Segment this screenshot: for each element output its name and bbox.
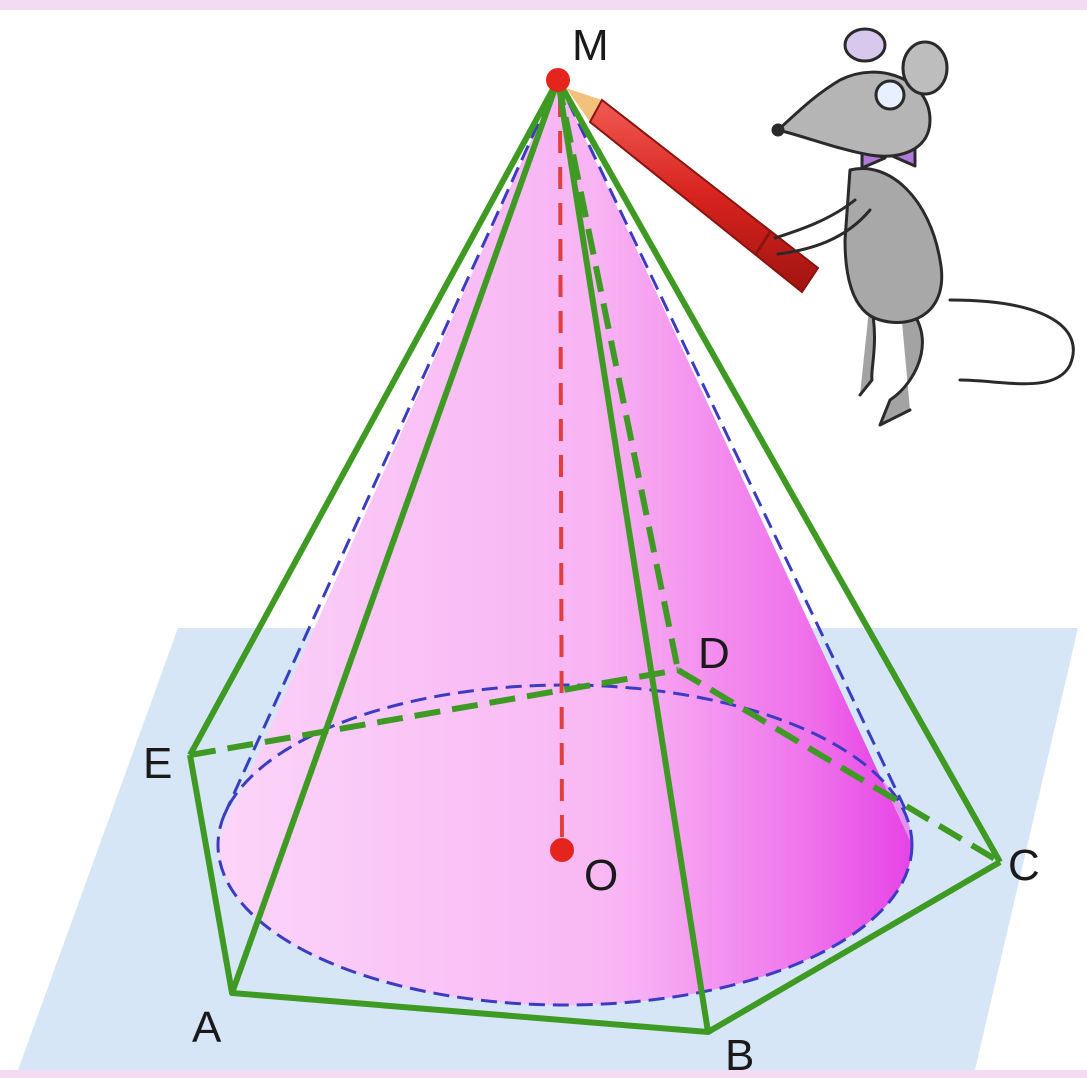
point-o [550, 838, 574, 862]
label-a: A [192, 1003, 222, 1052]
point-m [546, 68, 570, 92]
label-e: E [143, 739, 172, 788]
altitude-mo [558, 94, 564, 841]
mouse-icon [771, 27, 1075, 427]
label-o: O [584, 851, 618, 900]
label-c: C [1008, 841, 1040, 890]
cone-generator-right [556, 79, 910, 816]
visible-pyramid-edges [187, 78, 1003, 1035]
label-b: B [725, 1031, 754, 1078]
cone-generator-left [220, 79, 560, 821]
pencil-icon [566, 88, 820, 294]
label-d: D [698, 629, 730, 678]
top-border-strip [0, 0, 1087, 10]
cone-base-outline [216, 683, 914, 1007]
hidden-pyramid-edges [189, 79, 1002, 865]
bottom-border-strip [0, 1070, 1087, 1078]
label-m: M [572, 21, 609, 70]
